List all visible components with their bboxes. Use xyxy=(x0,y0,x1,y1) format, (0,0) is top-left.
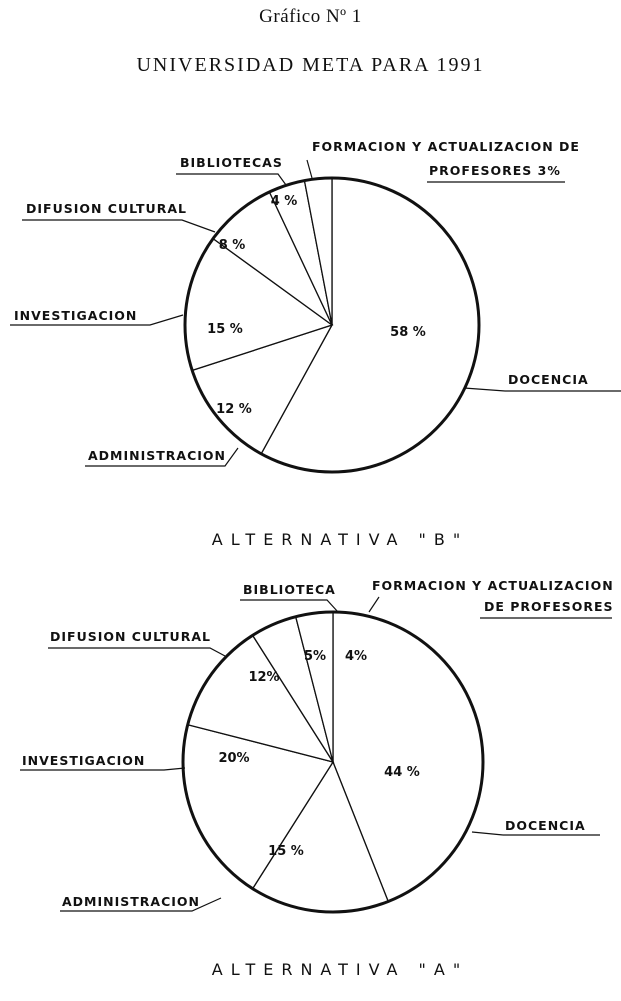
slice-category-label: FORMACION Y ACTUALIZACION xyxy=(372,578,614,593)
figure-label: Gráfico Nº 1 xyxy=(259,6,362,27)
slice-category-label: BIBLIOTECAS xyxy=(180,155,283,170)
slice-value-label: 12 % xyxy=(216,402,252,417)
label-leader-line xyxy=(60,897,222,912)
slice-category-label: DE PROFESORES xyxy=(484,599,614,614)
slice-category-label: INVESTIGACION xyxy=(22,753,145,768)
slice-category-label: DOCENCIA xyxy=(505,818,586,833)
pie-outline xyxy=(183,176,481,474)
label-leader-line xyxy=(10,314,184,326)
slice-category-label: ADMINISTRACION xyxy=(62,894,200,909)
slice-value-label: 58 % xyxy=(390,325,426,340)
slice-value-label: 12% xyxy=(248,670,279,685)
slice-category-label: DIFUSION CULTURAL xyxy=(50,629,211,644)
label-leader-line xyxy=(240,599,339,613)
pie-chart-alternativa-a: 44 % 15 % 20% 12% 5% 4% DOCENCIA ADMINISTRACION… xyxy=(20,578,614,979)
figure-title: UNIVERSIDAD META PARA 1991 xyxy=(136,54,485,76)
label-leader-line xyxy=(471,831,504,836)
label-leader-line xyxy=(20,767,186,771)
slice-category-label: INVESTIGACION xyxy=(14,308,137,323)
slice-category-label: DOCENCIA xyxy=(508,372,589,387)
label-leader-line xyxy=(176,173,287,186)
chart-title: ALTERNATIVA "A" xyxy=(212,960,468,979)
slice-value-label: 4% xyxy=(345,649,367,664)
slice-value-label: 8 % xyxy=(219,238,246,253)
slice-value-label: 5% xyxy=(304,649,326,664)
slice-category-label: FORMACION Y ACTUALIZACION DE xyxy=(312,139,580,154)
label-leader-line xyxy=(368,596,380,613)
label-leader-line xyxy=(463,387,506,392)
slice-category-label: DIFUSION CULTURAL xyxy=(26,201,187,216)
slice-value-label: 15 % xyxy=(268,844,304,859)
slice-value-label: 4 % xyxy=(271,194,298,209)
pie-outline xyxy=(181,610,485,914)
slice-category-label: BIBLIOTECA xyxy=(243,582,336,597)
label-leader-line xyxy=(48,647,226,657)
label-leader-line xyxy=(22,219,216,233)
slice-value-label: 15 % xyxy=(207,322,243,337)
slice-category-label: ADMINISTRACION xyxy=(88,448,226,463)
pie-chart-alternativa-b: 58 % 12 % 15 % 8 % 4 % DOCENCIA ADMINISTRACION… xyxy=(10,139,621,549)
slice-value-label: 44 % xyxy=(384,765,420,780)
slice-category-label: PROFESORES 3% xyxy=(429,163,561,178)
slice-value-label: 20% xyxy=(218,751,249,766)
label-leader-line xyxy=(85,447,239,467)
label-leader-line xyxy=(306,159,313,179)
chart-title: ALTERNATIVA "B" xyxy=(212,530,468,549)
